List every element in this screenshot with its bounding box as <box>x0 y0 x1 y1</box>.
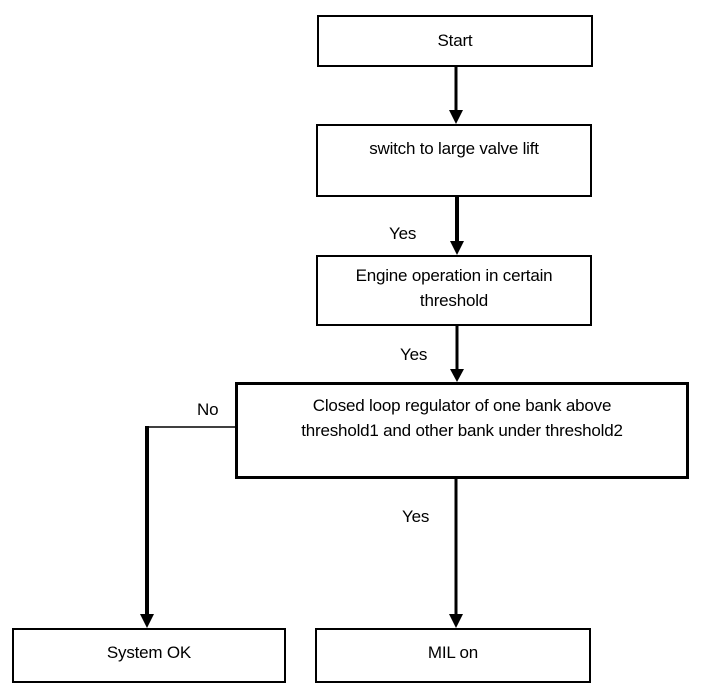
node-system-ok: System OK <box>12 628 286 683</box>
node-mil-on: MIL on <box>315 628 591 683</box>
node-closed-loop-regulator: Closed loop regulator of one bank above … <box>235 382 689 479</box>
edge-label-yes-engine: Yes <box>400 345 428 364</box>
node-engine-operation-threshold: Engine operation in certain threshold <box>316 255 592 326</box>
edge-label-no-systemok: No <box>197 400 219 419</box>
arrowhead-switch-to-engine <box>450 241 464 255</box>
arrowhead-start-to-switch <box>449 110 463 124</box>
node-switch-to-large-valve-lift: switch to large valve lift <box>316 124 592 197</box>
edge-label-yes-switch: Yes <box>389 224 417 243</box>
arrowhead-engine-to-closedloop <box>450 369 464 382</box>
node-start: Start <box>317 15 593 67</box>
edge-label-yes-milon: Yes <box>402 507 430 526</box>
arrowhead-closedloop-to-milon <box>449 614 463 628</box>
arrowhead-no-to-systemok <box>140 614 154 628</box>
